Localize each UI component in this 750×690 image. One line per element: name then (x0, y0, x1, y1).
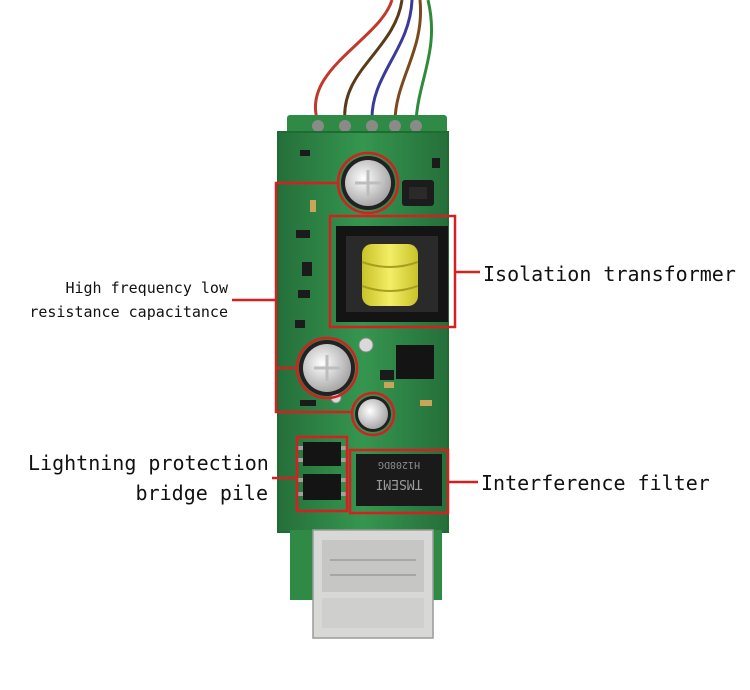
isolation-transformer (336, 226, 448, 322)
wire-green (414, 0, 433, 123)
chip-text-2: H1208DG (378, 459, 420, 470)
capacitor-middle (299, 340, 355, 396)
wire-bundle (314, 0, 433, 123)
callouts (232, 151, 480, 515)
label-bridge-line1: Lightning protection (28, 451, 269, 475)
solder-pads (312, 120, 422, 132)
capacitor-small (355, 396, 391, 432)
wire-blue (370, 0, 414, 123)
label-bridge: Lightning protection bridge pile (28, 448, 269, 508)
wire-orange-brown (393, 0, 423, 123)
callout-bridge-box (295, 435, 349, 513)
bridge-pile (297, 442, 347, 500)
smd-chip (396, 345, 434, 379)
callout-cap-small (350, 391, 396, 437)
rj45-connector (312, 529, 434, 639)
label-filter: Interference filter (481, 471, 710, 495)
capacitor-top (341, 156, 395, 210)
label-capacitance: High frequency low resistance capacitanc… (8, 276, 228, 324)
label-bridge-line2: bridge pile (135, 481, 268, 505)
label-capacitance-line1: High frequency low (65, 279, 228, 297)
chip-text-1: TMSEMI (376, 476, 423, 491)
interference-filter-chip: TMSEMI H1208DG (356, 454, 442, 506)
leader-capacitance (232, 181, 352, 414)
wire-red (314, 0, 394, 123)
label-transformer: Isolation transformer (483, 262, 736, 286)
label-capacitance-line2: resistance capacitance (29, 303, 228, 321)
wire-brown (343, 0, 404, 123)
